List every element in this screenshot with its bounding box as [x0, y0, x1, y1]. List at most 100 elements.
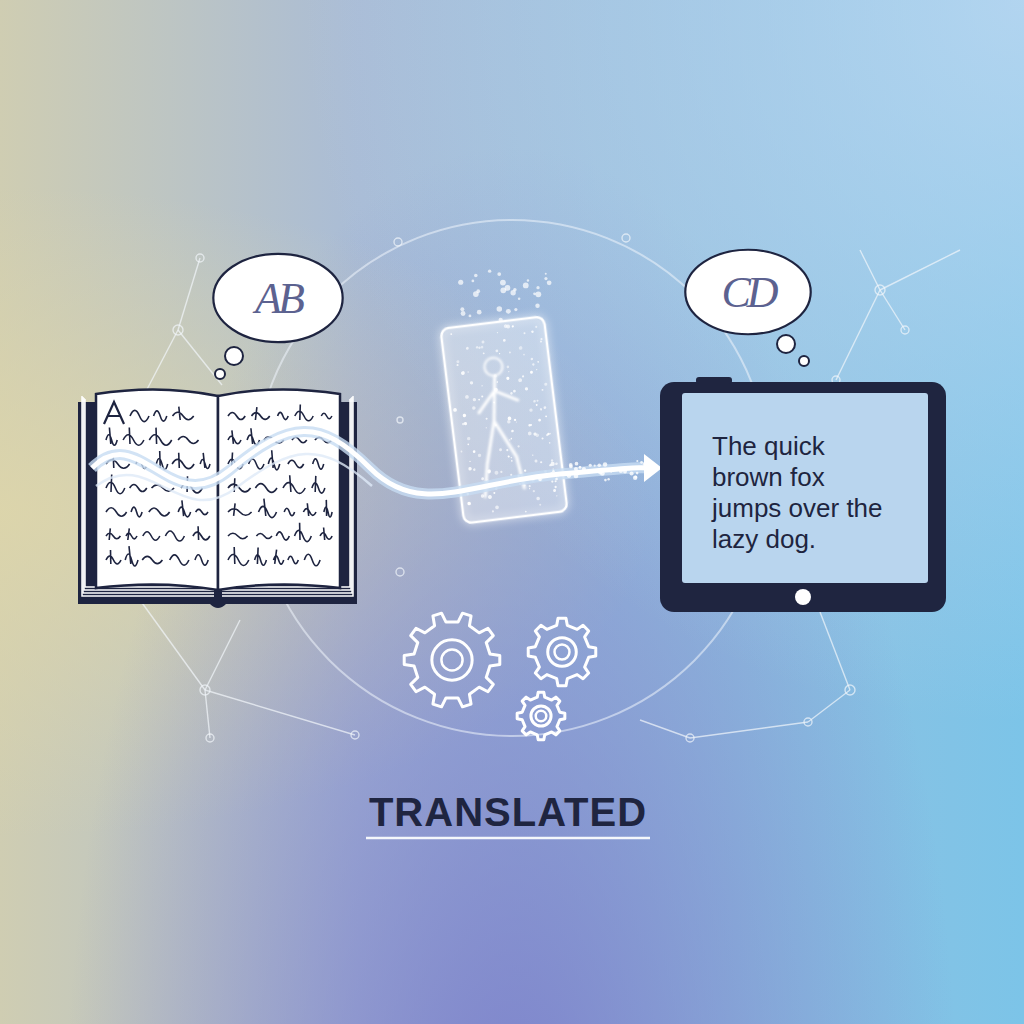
glowing-card: [494, 471, 498, 475]
open-book: [106, 427, 199, 445]
sparkles: [460, 307, 464, 311]
sparkles: [474, 274, 478, 278]
glowing-card: [543, 406, 546, 409]
translation-arrow: [538, 478, 542, 482]
glowing-card: [508, 371, 510, 373]
network-lines: [860, 250, 880, 290]
bubble-glyph: CD: [684, 248, 812, 336]
open-book: [228, 547, 320, 566]
translation-arrow: [630, 471, 634, 475]
sparkles: [477, 310, 482, 315]
glowing-card: [540, 338, 542, 340]
gears: [404, 613, 596, 740]
glowing-card: [509, 439, 511, 441]
open-book: [130, 407, 194, 422]
glowing-card: [533, 490, 536, 493]
translation-arrow: [569, 465, 573, 469]
glowing-card: [468, 467, 472, 471]
glowing-card: [545, 415, 547, 417]
translation-arrow: [603, 462, 607, 466]
gears: [548, 638, 577, 667]
glowing-card: [497, 332, 499, 334]
sparkles: [488, 269, 491, 272]
sparkles: [497, 272, 501, 276]
glowing-card: [506, 377, 509, 380]
network-lines: [690, 722, 808, 738]
glowing-card: [456, 364, 458, 366]
sparkles: [458, 280, 463, 285]
open-book: [228, 499, 332, 518]
gears: [432, 640, 472, 680]
thought-bubble: CD: [684, 248, 812, 336]
glowing-card: [499, 448, 502, 451]
open-book: [104, 402, 124, 424]
network-lines: [128, 234, 960, 742]
glowing-card: [525, 387, 529, 391]
network-lines: [901, 326, 909, 334]
network-lines: [351, 731, 359, 739]
glowing-card: [473, 468, 476, 471]
translation-arrow: [540, 461, 542, 463]
network-lines: [396, 568, 404, 576]
glowing-card: [460, 451, 462, 453]
sparkles: [461, 311, 466, 316]
glowing-card: [536, 369, 537, 370]
gears: [536, 711, 547, 722]
network-lines: [808, 690, 850, 722]
open-book: [228, 404, 332, 420]
gears: [531, 706, 551, 726]
network-lines: [200, 685, 210, 695]
glowing-card: [536, 400, 538, 402]
glowing-card: [472, 406, 476, 410]
translation-arrow: [640, 461, 643, 464]
glowing-card: [464, 422, 468, 426]
glowing-card: [465, 395, 469, 399]
glowing-card: [516, 421, 517, 422]
sparkles: [523, 282, 529, 288]
glowing-card: [509, 351, 511, 353]
network-lines: [205, 690, 210, 738]
network-lines: [640, 720, 690, 738]
sparkles: [547, 280, 552, 285]
glowing-card: [467, 502, 471, 506]
network-lines: [880, 290, 905, 330]
network-lines: [820, 612, 850, 690]
glowing-card: [529, 488, 530, 489]
translation-arrow: [589, 464, 592, 467]
glowing-card: [495, 349, 498, 352]
glowing-card: [549, 442, 551, 444]
glowing-card: [538, 418, 541, 421]
translation-arrow: [96, 454, 372, 500]
glowing-card: [485, 418, 487, 420]
glowing-card: [544, 383, 547, 386]
network-lines: [836, 290, 880, 380]
translation-arrow: [633, 475, 637, 479]
thought-bubble: AB: [212, 252, 344, 344]
glowing-card: [517, 445, 519, 447]
network-lines: [173, 325, 183, 335]
translation-arrow: [551, 480, 553, 482]
sparkles: [499, 318, 503, 322]
glowing-card: [511, 457, 513, 459]
network-lines: [845, 685, 855, 695]
glowing-card: [533, 400, 536, 403]
bubble-trail: [799, 356, 809, 366]
glowing-card: [540, 408, 542, 410]
glowing-card: [539, 504, 541, 506]
glowing-card: [511, 460, 513, 462]
glowing-card: [525, 511, 527, 513]
glowing-card: [497, 381, 499, 383]
glowing-card: [506, 449, 508, 451]
glowing-card: [534, 459, 537, 462]
sparkles: [513, 288, 517, 292]
translation-arrow: [555, 478, 558, 481]
sparkles: [506, 309, 511, 314]
open-book: [217, 396, 219, 590]
glowing-card: [469, 461, 470, 462]
sparkles: [468, 314, 471, 317]
open-book: [218, 389, 340, 590]
glowing-card: [546, 434, 548, 436]
glowing-card: [472, 398, 476, 402]
translation-arrow: [567, 473, 572, 478]
